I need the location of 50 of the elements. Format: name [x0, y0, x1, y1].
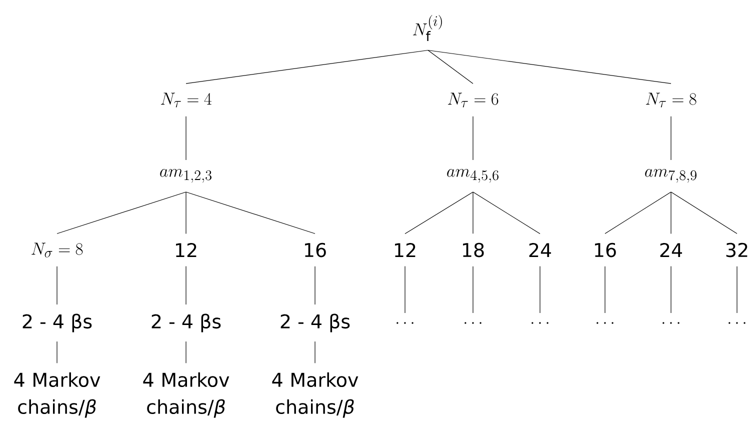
tree-node-label: 16 [305, 242, 326, 258]
tree-branch [428, 50, 672, 84]
tree-branch [56, 341, 58, 364]
tree-branch [670, 266, 672, 314]
tree-node-label: $\dots$ [464, 322, 482, 324]
tree-branch [314, 341, 316, 364]
tree-node-label: $N_\tau = 6$ [448, 92, 498, 108]
tree-branch [472, 116, 474, 160]
tree-node-label: 24 [660, 242, 682, 258]
tree-branch [604, 266, 606, 314]
tree-node-label: $N_\tau = 4$ [160, 92, 212, 108]
tree-branch [56, 266, 58, 305]
tree-branch [670, 116, 672, 160]
tree-node-label: $am_{4,5,6}$ [447, 169, 498, 183]
tree-node-label: 12 [176, 242, 196, 258]
tree-node-label: 4 Markov chains/β [14, 372, 100, 418]
tree-node-label: 16 [595, 242, 616, 258]
tree-node-label: $am_{7,8,9}$ [645, 169, 696, 183]
tree-node-label: $N_\mathrm{f}^{(i)}$ [413, 14, 442, 42]
tree-node-label: 2 - 4 βs [22, 314, 92, 332]
tree-branch [428, 50, 474, 84]
tree-node-label: 12 [395, 242, 416, 258]
tree-node-label: $am_{1,2,3}$ [160, 169, 212, 183]
tree-node-label: $\dots$ [596, 322, 614, 324]
tree-branch [670, 192, 738, 234]
tree-node-label: $N_\tau = 8$ [646, 92, 696, 108]
tree-branch [736, 266, 738, 314]
tree-node-label: 2 - 4 βs [280, 314, 350, 332]
tree-branch [314, 266, 316, 305]
tree-branch [472, 192, 474, 234]
tree-branch [186, 192, 316, 234]
tree-node-label: 24 [529, 242, 552, 258]
tree-node-label: 4 Markov chains/β [272, 372, 358, 418]
tree-node-label: 2 - 4 βs [152, 314, 221, 332]
tree-node-label: $N_\sigma = 8$ [32, 242, 83, 258]
tree-node-label: $\dots$ [728, 322, 746, 324]
tree-node-label: 18 [463, 242, 484, 258]
tree-node-label: $\dots$ [532, 322, 548, 324]
tree-branch [404, 192, 474, 234]
tree-branch [186, 50, 428, 84]
tree-branch [404, 266, 406, 314]
tree-node-label: $\dots$ [662, 322, 680, 324]
tree-branch [670, 192, 672, 234]
tree-branch [56, 192, 186, 234]
tree-branch [604, 192, 672, 234]
tree-branch [472, 266, 474, 314]
tree-node-label: $\dots$ [396, 322, 414, 324]
tree-node-label: 4 Markov chains/β [143, 372, 230, 418]
tree-node-label: 32 [726, 242, 748, 258]
tree-branch [472, 192, 540, 234]
